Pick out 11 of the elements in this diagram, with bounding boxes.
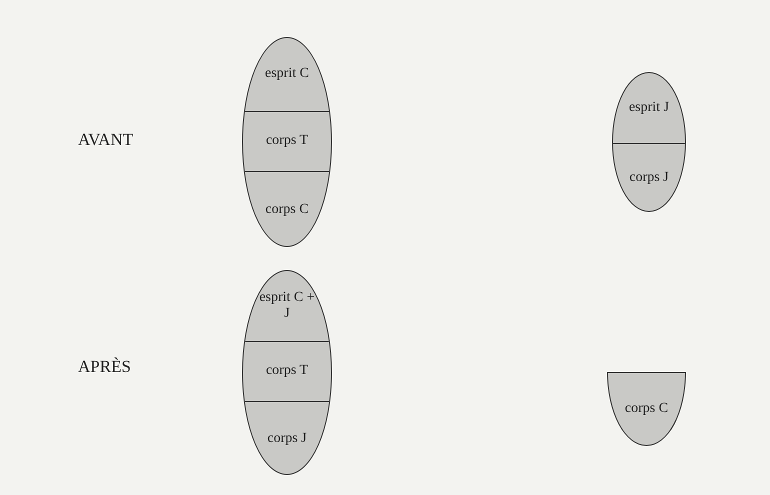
section-label: corps J xyxy=(629,170,669,187)
section-label: corps J xyxy=(267,430,307,448)
section-label: esprit J xyxy=(628,100,670,116)
section-label: esprit C xyxy=(265,66,309,83)
row-label: APRÈS xyxy=(78,357,131,377)
section-label: corps T xyxy=(266,363,308,380)
row-label: AVANT xyxy=(78,130,134,150)
section-label: corps C xyxy=(624,400,668,418)
section-label: corps T xyxy=(266,133,308,150)
section-label: esprit C + J xyxy=(259,290,315,322)
section-label: corps C xyxy=(265,202,309,218)
